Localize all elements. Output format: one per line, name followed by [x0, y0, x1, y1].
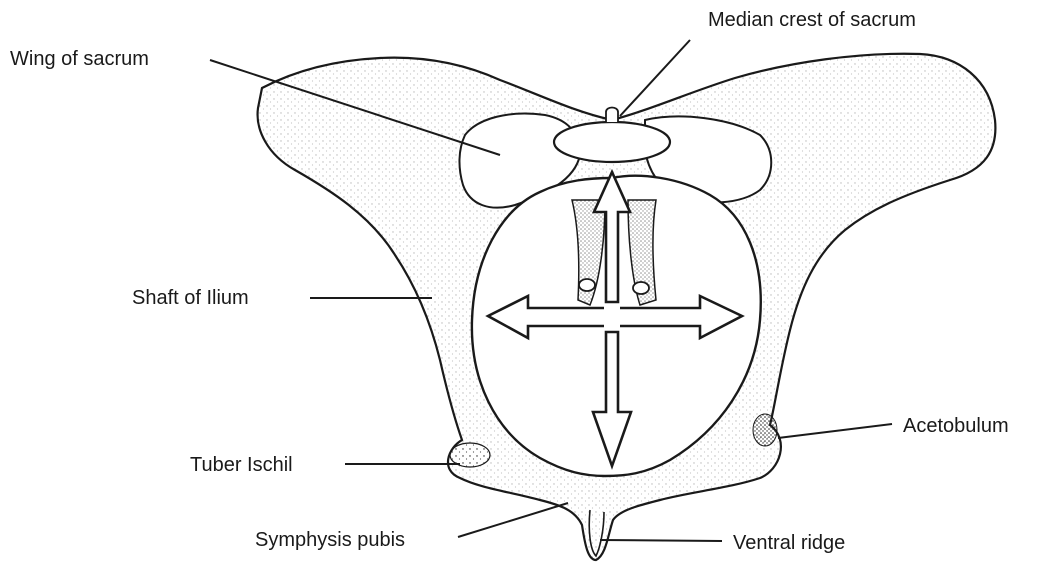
median-crest-knob [606, 108, 618, 123]
label-tuber-ischii: Tuber Ischil [190, 455, 293, 475]
leader-acetabulum [778, 424, 892, 438]
arrow-center [604, 306, 620, 328]
leader-ventral [600, 540, 722, 541]
label-ventral-ridge: Ventral ridge [733, 533, 845, 553]
leader-symphysis [458, 503, 568, 537]
label-median-crest: Median crest of sacrum [708, 10, 916, 30]
label-shaft-of-ilium: Shaft of Ilium [132, 288, 249, 308]
sacral-foramen-right [633, 282, 649, 294]
sacral-foramen-left [579, 279, 595, 291]
label-symphysis-pubis: Symphysis pubis [255, 530, 405, 550]
label-acetabulum: Acetobulum [903, 416, 1009, 436]
acetabulum-shade [753, 414, 777, 446]
sacral-promontory [554, 122, 670, 162]
label-wing-of-sacrum: Wing of sacrum [10, 49, 149, 69]
